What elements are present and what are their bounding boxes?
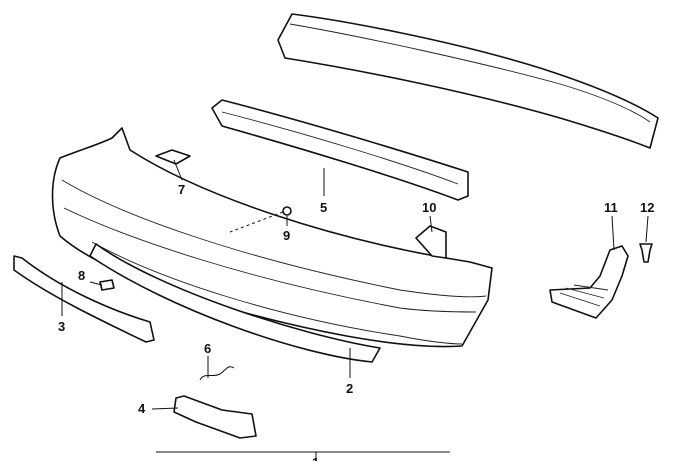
callout-8[interactable]: 8 — [78, 268, 86, 283]
callout-6[interactable]: 6 — [204, 341, 212, 356]
carrier-rail-part[interactable] — [211, 99, 469, 201]
leader-10 — [429, 215, 433, 233]
fog-cover-part[interactable] — [173, 395, 257, 439]
callout-2[interactable]: 2 — [346, 381, 354, 396]
callout-11[interactable]: 11 — [604, 200, 618, 215]
impact-absorber-part[interactable] — [277, 13, 659, 149]
nut-part[interactable] — [282, 206, 292, 216]
callout-4[interactable]: 4 — [138, 401, 146, 416]
clip-nut-part[interactable] — [155, 149, 191, 165]
rivet-part[interactable] — [639, 243, 653, 263]
absorber-edge-line — [289, 23, 651, 123]
wiring-lead-part[interactable] — [199, 366, 235, 381]
callout-1[interactable]: 1 — [312, 456, 319, 461]
rail-edge-line — [221, 111, 459, 185]
callout-5[interactable]: 5 — [320, 200, 328, 215]
callout-3[interactable]: 3 — [58, 319, 66, 334]
callout-10[interactable]: 10 — [422, 200, 437, 215]
leader-12 — [645, 215, 649, 243]
callout-12[interactable]: 12 — [640, 200, 655, 215]
trim-strip-part[interactable] — [13, 255, 155, 343]
callout-7[interactable]: 7 — [178, 182, 186, 197]
leader-7 — [173, 159, 183, 181]
air-duct-part[interactable] — [549, 245, 629, 319]
bracket-part[interactable] — [415, 225, 447, 259]
bumper-cover-part[interactable] — [51, 127, 493, 348]
callout-9[interactable]: 9 — [283, 228, 291, 243]
leader-8 — [89, 281, 103, 286]
duct-ribs — [559, 284, 609, 307]
screw-part[interactable] — [99, 279, 115, 291]
cover-upper-line — [61, 179, 487, 298]
cover-bottom-line — [91, 241, 463, 345]
leader-11 — [611, 215, 615, 251]
cover-lower-line — [63, 207, 477, 313]
spoiler-lip-part[interactable] — [89, 243, 381, 363]
leader-4 — [151, 407, 179, 410]
